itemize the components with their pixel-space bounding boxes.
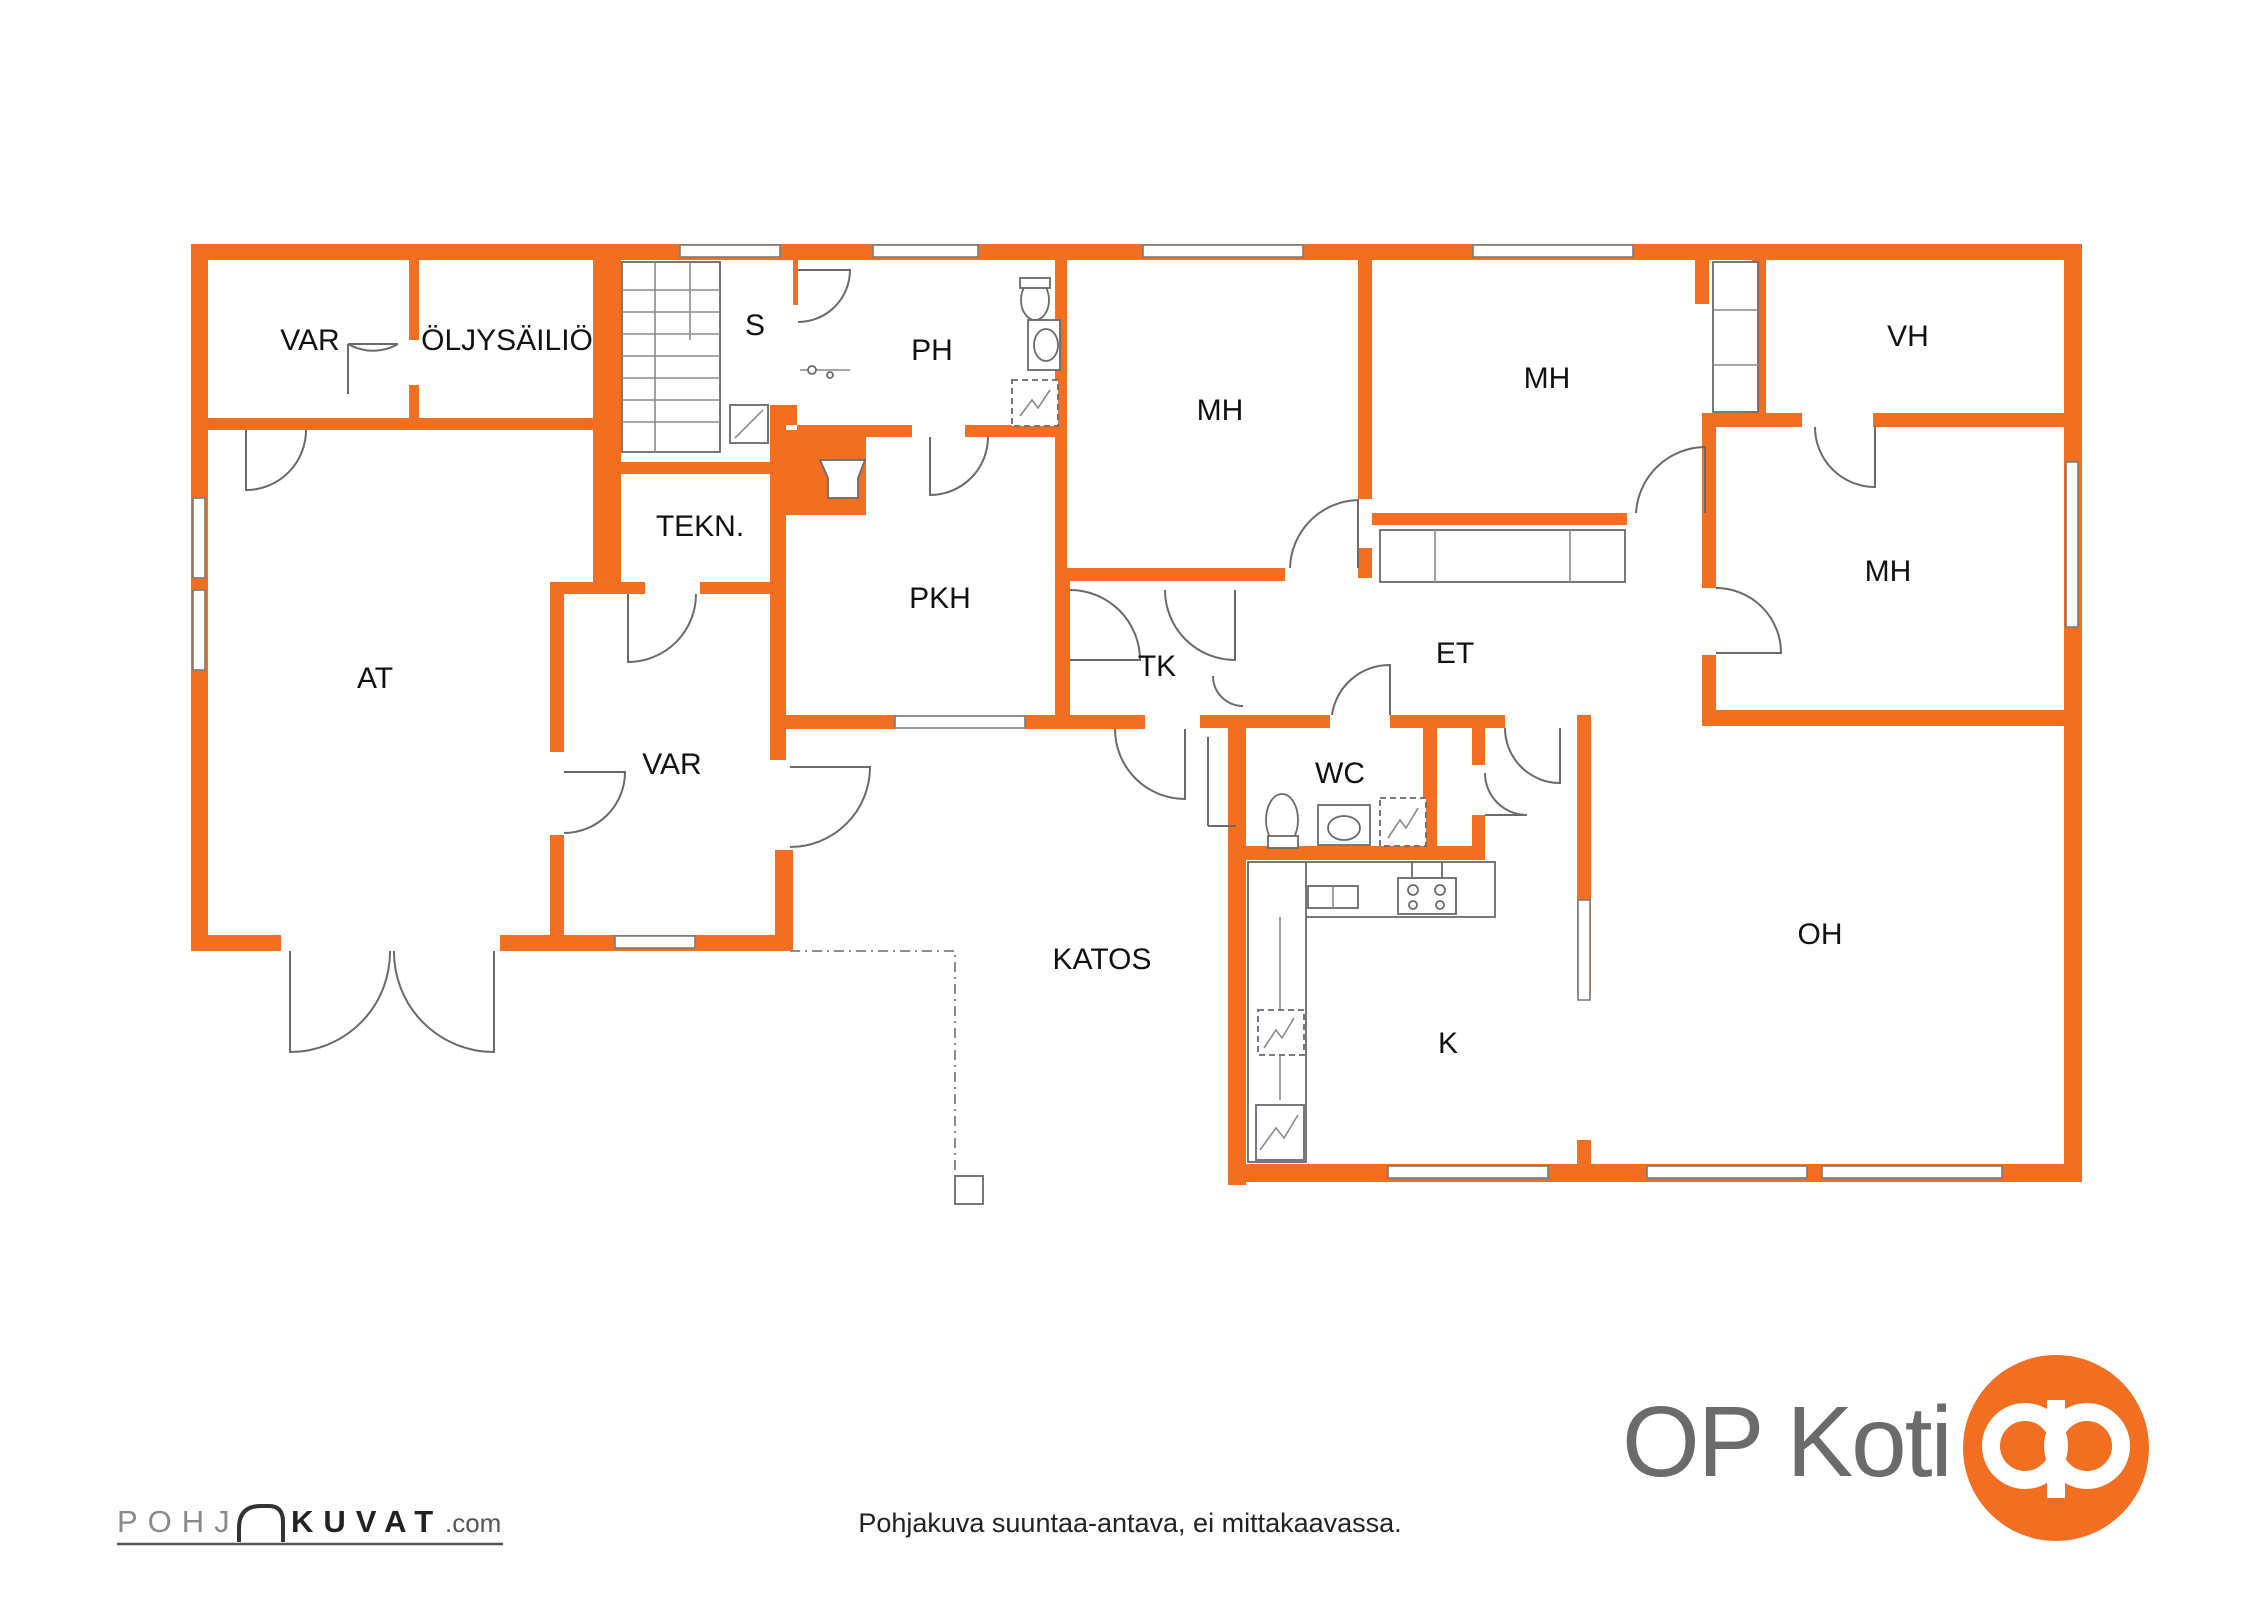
room-label-var-mid: VAR [642, 748, 701, 781]
room-labels: VAR ÖLJYSÄILIÖ S PH MH MH VH TEKN. PKH T… [280, 309, 1929, 1060]
room-label-mh-3: MH [1865, 555, 1912, 588]
room-label-tk: TK [1138, 650, 1176, 683]
source-right-text: KUVAT [291, 1504, 443, 1539]
doors [245, 269, 1876, 1054]
op-logo-icon [1963, 1355, 2149, 1541]
room-label-katos: KATOS [1053, 943, 1152, 976]
room-label-ph: PH [911, 334, 953, 367]
room-label-mh-2: MH [1524, 362, 1571, 395]
room-label-mh-1: MH [1197, 394, 1244, 427]
disclaimer-note: Pohjakuva suuntaa-antava, ei mittakaavas… [858, 1508, 1402, 1538]
room-label-at: AT [357, 662, 393, 695]
room-label-pkh: PKH [909, 582, 971, 615]
room-label-k: K [1438, 1027, 1458, 1060]
room-label-s: S [745, 309, 765, 342]
walls [191, 244, 2082, 1185]
room-label-oljysailio: ÖLJYSÄILIÖ [421, 324, 593, 357]
source-suffix-text: .com [445, 1508, 501, 1538]
pohjakuvat-logo: POHJ KUVAT .com [115, 1498, 515, 1548]
room-label-et: ET [1436, 637, 1474, 670]
room-label-tekn: TEKN. [656, 510, 744, 543]
house-roof-icon [237, 1504, 285, 1542]
room-label-var-top: VAR [280, 324, 339, 357]
room-label-vh: VH [1887, 320, 1929, 353]
room-label-oh: OH [1798, 918, 1843, 951]
windows [192, 244, 2079, 1179]
source-left-text: POHJ [117, 1504, 240, 1539]
katos-outline [790, 737, 1236, 1205]
fixtures [729, 261, 1759, 1163]
stairs [621, 261, 721, 453]
brand-name: OP Koti [1622, 1386, 1953, 1498]
room-label-wc: WC [1315, 757, 1365, 790]
